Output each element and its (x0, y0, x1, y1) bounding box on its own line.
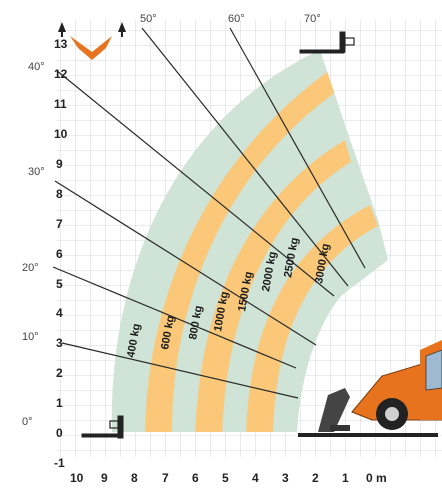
y-tick-label: 0 (56, 426, 63, 440)
y-tick-label: 11 (54, 97, 67, 111)
angle-labels: 0° 10° 20° 30° 40° 50° 60° 70° (22, 13, 321, 428)
y-tick-label: 7 (56, 217, 63, 231)
angle-label-60: 60° (228, 13, 245, 25)
ray-30deg (54, 180, 317, 346)
x-tick-label: 5 (222, 471, 229, 485)
x-tick-label: 0 m (366, 471, 387, 485)
angle-label-40: 40° (28, 61, 45, 73)
zone-label-800kg: 800 kg (187, 305, 205, 341)
angle-label-50: 50° (140, 13, 157, 25)
zone-label-400kg: 400 kg (125, 323, 143, 359)
y-axis-labels: -1 0 1 2 3 4 5 6 7 8 9 10 11 12 13 (54, 37, 68, 470)
ray-50deg (141, 27, 349, 287)
ray-20deg (52, 266, 297, 369)
angle-label-0: 0° (22, 416, 33, 428)
x-tick-label: 7 (162, 471, 169, 485)
x-tick-label: 8 (131, 471, 138, 485)
angle-label-30: 30° (28, 166, 45, 178)
y-tick-label: 6 (56, 247, 63, 261)
y-tick-label: 3 (56, 336, 63, 350)
y-tick-label: 13 (54, 37, 68, 51)
fork-icon-bottom-left (81, 415, 124, 439)
y-tick-label: 12 (54, 67, 68, 81)
x-tick-label: 10 (70, 471, 84, 485)
angle-label-70: 70° (304, 13, 321, 25)
x-axis-labels: 10 9 8 7 6 5 4 3 2 1 0 m (70, 471, 387, 485)
x-tick-label: 6 (192, 471, 199, 485)
band-2000kg (246, 205, 378, 432)
ray-10deg (61, 342, 299, 399)
band-600kg (145, 70, 336, 432)
x-tick-label: 1 (342, 471, 349, 485)
load-bands (145, 70, 388, 432)
x-tick-label: 3 (282, 471, 289, 485)
y-tick-label: 8 (56, 187, 63, 201)
y-tick-label: 2 (56, 366, 63, 380)
y-tick-label: 9 (56, 157, 63, 171)
y-tick-label: -1 (54, 456, 65, 470)
angle-rays (52, 27, 366, 399)
tilt-warning-icon (58, 22, 126, 60)
zone-label-600kg: 600 kg (159, 315, 177, 351)
band-1000kg (195, 140, 351, 432)
y-tick-label: 1 (56, 396, 63, 410)
y-tick-label: 10 (54, 127, 68, 141)
x-tick-label: 2 (312, 471, 319, 485)
ray-40deg (55, 69, 335, 297)
telehandler-machine-icon (298, 340, 442, 437)
y-tick-label: 4 (56, 306, 63, 320)
x-tick-label: 4 (252, 471, 259, 485)
angle-label-20: 20° (22, 262, 39, 274)
ray-60deg (229, 27, 366, 269)
angle-label-10: 10° (22, 331, 39, 343)
y-tick-label: 5 (56, 277, 63, 291)
fork-icon-top (299, 31, 355, 54)
x-tick-label: 9 (101, 471, 108, 485)
